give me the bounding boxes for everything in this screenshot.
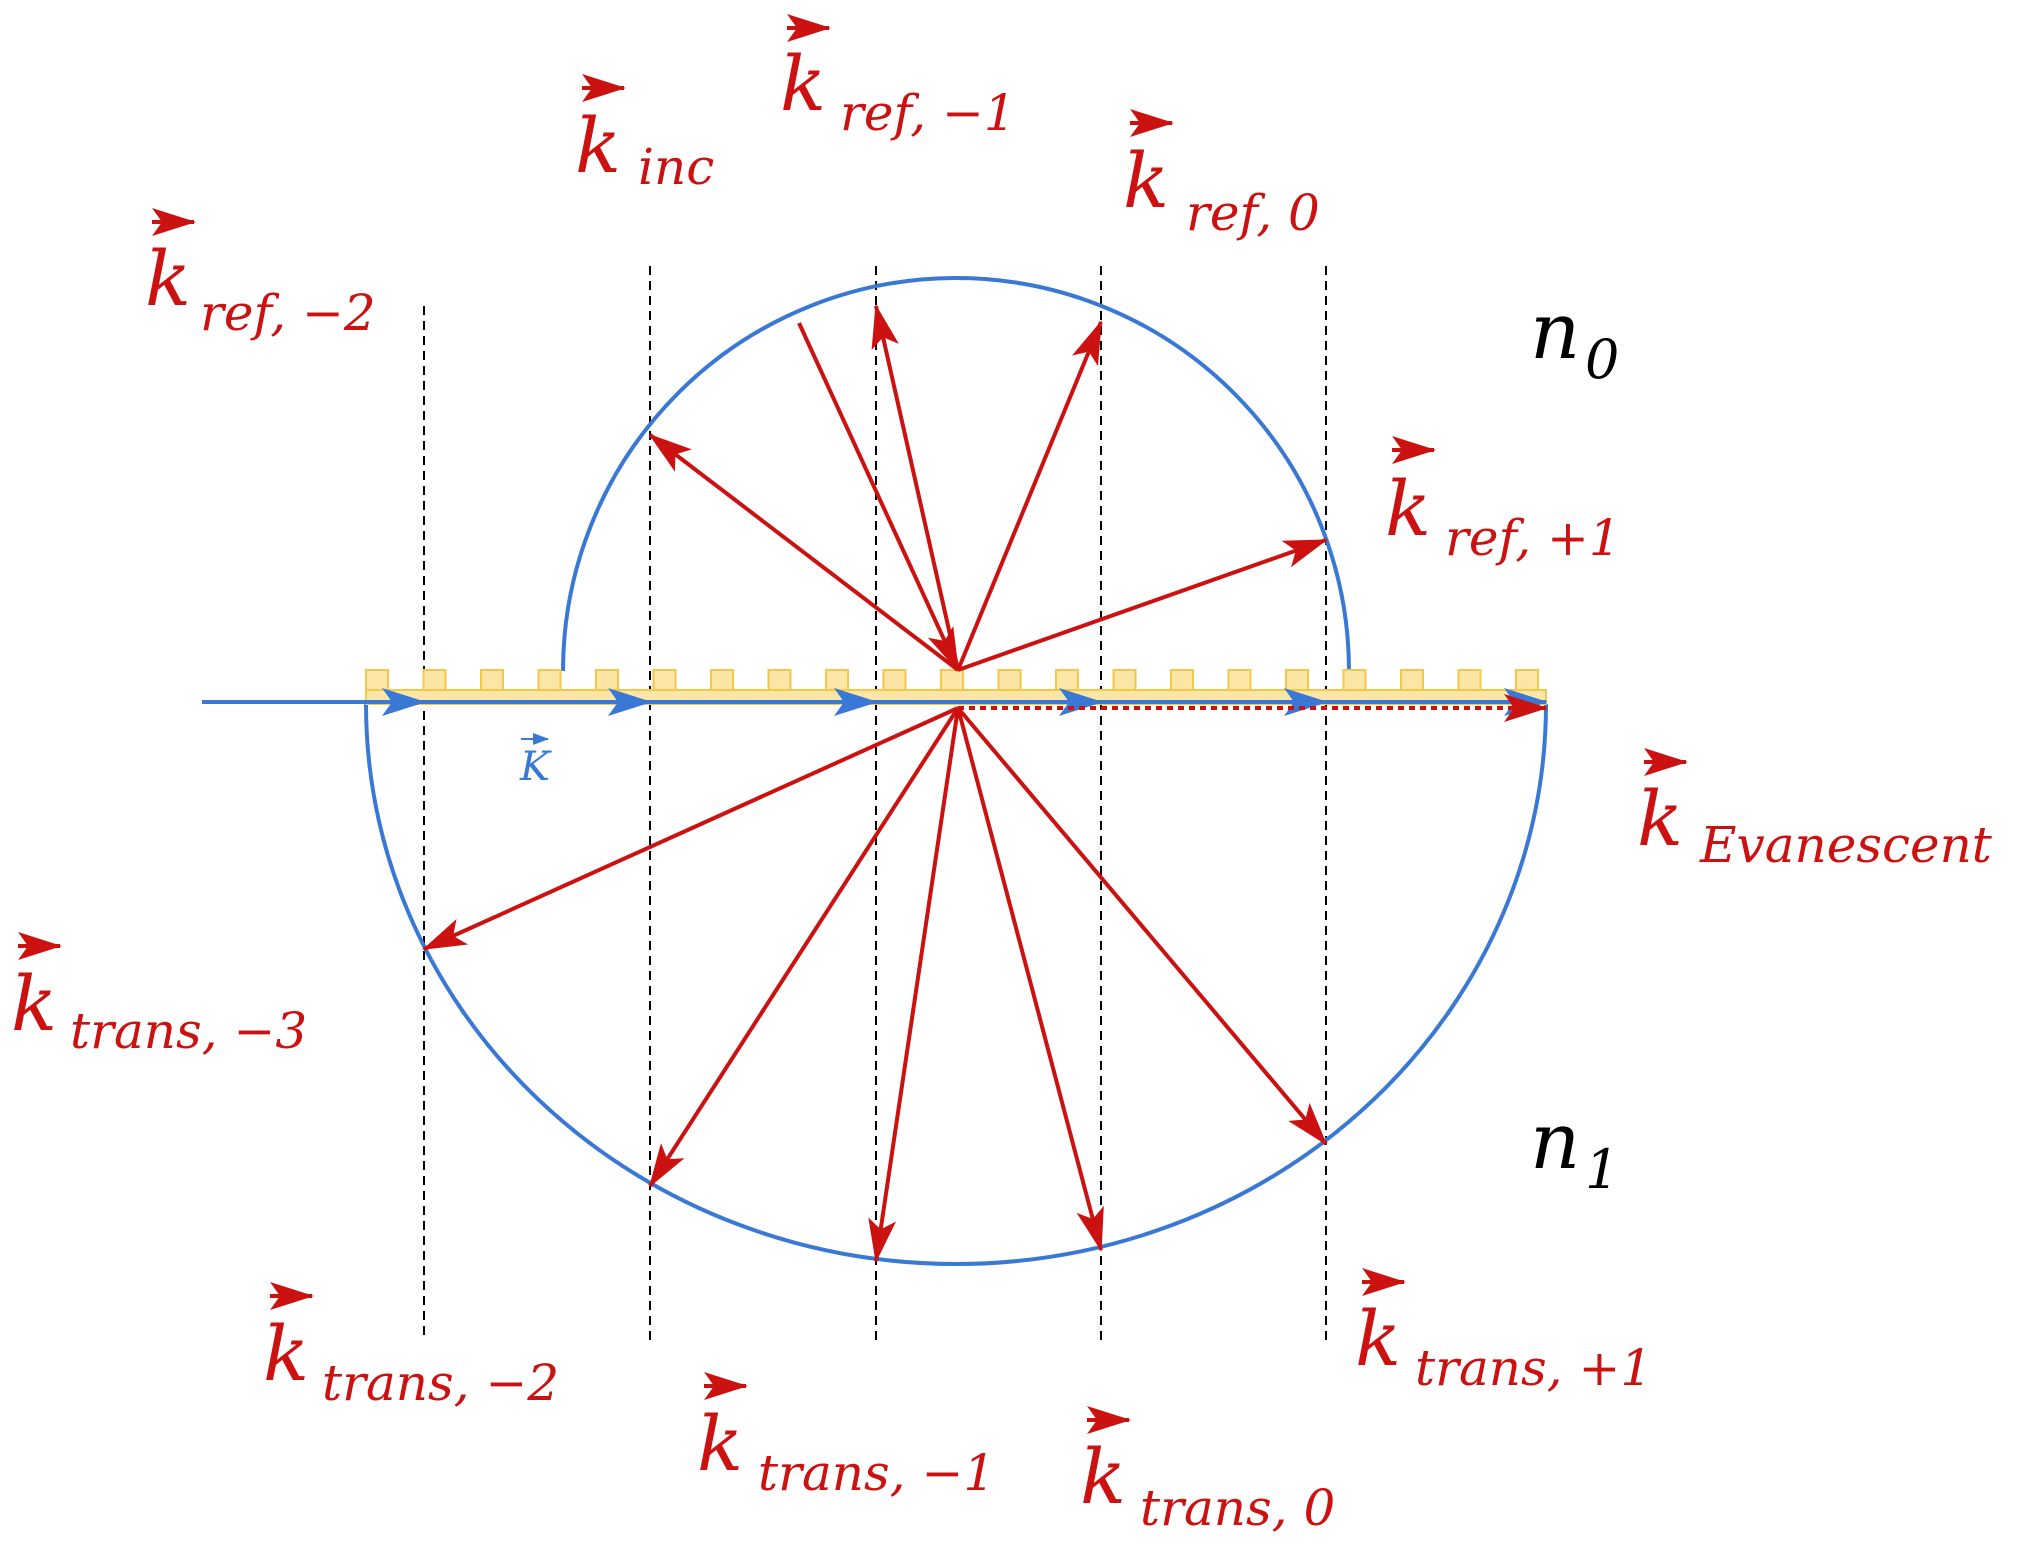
grating-tooth <box>1457 669 1482 691</box>
label-k-evanescent: k Evanescent <box>1637 748 1993 874</box>
k-ref-0-arrow <box>956 320 1103 671</box>
label-k-trans-plus1-sub: trans, +1 <box>1415 1339 1652 1397</box>
label-k-ref-minus2-main: k <box>145 234 191 323</box>
medium-label-n1: n 1 <box>1530 1097 1619 1201</box>
label-k-inc-sub: inc <box>638 138 714 196</box>
label-k-ref-plus1: k ref, +1 <box>1385 436 1621 567</box>
grating-tooth <box>1515 669 1539 691</box>
grating-vector-symbol: K <box>519 744 552 790</box>
label-k-ref-minus2-sub: ref, −2 <box>200 284 376 342</box>
label-k-evanescent-main: k <box>1637 774 1683 863</box>
grating-tooth <box>480 669 504 691</box>
medium-n1-sub: 1 <box>1585 1138 1619 1201</box>
label-k-inc: k inc <box>575 74 714 196</box>
label-k-inc-main: k <box>575 101 621 190</box>
grating-tooth <box>997 669 1022 691</box>
grating-tooth <box>365 669 389 691</box>
k-trans-0-arrow <box>956 707 1104 1252</box>
label-k-ref-plus1-sub: ref, +1 <box>1445 509 1621 567</box>
grating-tooth <box>1055 669 1079 691</box>
grating-tooth <box>1400 669 1424 691</box>
grating-tooth <box>1170 669 1194 691</box>
label-k-trans-minus3-main: k <box>11 959 57 1048</box>
grating-structure <box>365 669 1547 705</box>
label-k-ref-0-sub: ref, 0 <box>1186 184 1320 242</box>
grating-tooth <box>1342 669 1367 691</box>
label-k-trans-minus1-sub: trans, −1 <box>758 1444 995 1502</box>
lower-k-circle-n1 <box>364 703 1548 1266</box>
medium-n0-sub: 0 <box>1585 328 1619 391</box>
grating-tooth <box>710 669 734 691</box>
grating-tooth <box>1285 669 1309 691</box>
grating-tooth <box>422 669 447 691</box>
label-k-trans-plus1-main: k <box>1355 1294 1401 1383</box>
label-k-evanescent-sub: Evanescent <box>1699 816 1993 874</box>
label-k-trans-0-main: k <box>1080 1432 1126 1521</box>
grating-tooth <box>595 669 619 691</box>
label-k-trans-minus3-sub: trans, −3 <box>70 1002 307 1060</box>
grating-tooth <box>1112 669 1137 691</box>
diffraction-order-guides <box>423 266 1327 1345</box>
grating-tooth <box>882 669 907 691</box>
label-k-trans-minus2-main: k <box>263 1309 309 1398</box>
k-inc-arrow <box>797 322 960 672</box>
grating-tooth <box>652 669 677 691</box>
label-k-trans-0: k trans, 0 <box>1080 1406 1335 1537</box>
k-ref-plus1-arrow <box>957 538 1328 672</box>
grating-tooth <box>537 669 562 691</box>
upper-k-circle-n0 <box>561 276 1351 672</box>
medium-label-n0: n 0 <box>1530 287 1619 391</box>
k-trans-plus1-arrow <box>956 706 1328 1146</box>
label-k-trans-plus1: k trans, +1 <box>1355 1268 1652 1397</box>
grating-tooth <box>767 669 792 691</box>
medium-n1-main: n <box>1530 1097 1580 1187</box>
k-trans-minus2-arrow <box>648 706 960 1188</box>
label-k-ref-plus1-main: k <box>1385 464 1431 553</box>
label-k-trans-minus3: k trans, −3 <box>11 932 307 1060</box>
grating-tooth <box>1227 669 1252 691</box>
k-ref-minus2-arrow <box>648 433 960 672</box>
k-trans-minus1-arrow <box>868 707 960 1263</box>
k-ref-minus1-arrow <box>871 304 960 671</box>
label-k-ref-minus1-sub: ref, −1 <box>840 84 1016 142</box>
grating-vector-label: K <box>519 733 552 790</box>
k-trans-minus3-arrow <box>422 706 959 951</box>
label-k-ref-0: k ref, 0 <box>1123 109 1320 242</box>
label-k-ref-minus1-main: k <box>780 39 826 128</box>
label-k-ref-minus2: k ref, −2 <box>145 208 376 342</box>
medium-n0-main: n <box>1530 287 1580 377</box>
grating-tooth <box>940 669 964 691</box>
label-k-trans-0-sub: trans, 0 <box>1140 1479 1335 1537</box>
label-k-ref-minus1: k ref, −1 <box>780 14 1016 142</box>
label-k-trans-minus2-sub: trans, −2 <box>322 1354 559 1412</box>
grating-tooth <box>825 669 849 691</box>
label-k-trans-minus1: k trans, −1 <box>697 1372 995 1502</box>
label-k-trans-minus1-main: k <box>697 1399 743 1488</box>
label-k-trans-minus2: k trans, −2 <box>263 1282 559 1412</box>
label-k-ref-0-main: k <box>1123 136 1169 225</box>
